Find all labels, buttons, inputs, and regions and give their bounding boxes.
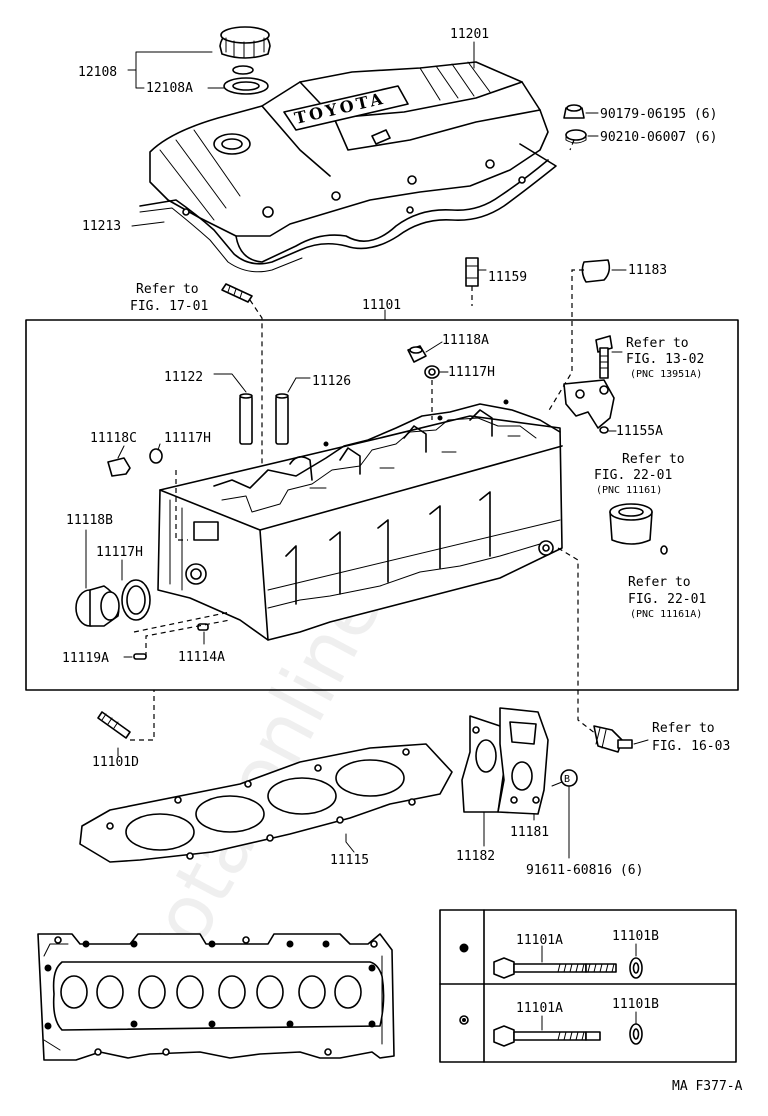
head-bolt-washer: [629, 957, 643, 979]
footer-code: MA F377-A: [672, 1079, 743, 1094]
fig-22-01-b: FIG. 22-01: [628, 592, 706, 607]
part-11182: 11182: [456, 849, 495, 864]
cam-plug: [581, 259, 611, 283]
part-11183: 11183: [628, 263, 667, 278]
labels: 11201 12108 12108A 90179-06195 (6) 90210…: [62, 27, 743, 1094]
small-pin: [599, 426, 609, 434]
part-11181: 11181: [510, 825, 549, 840]
part-11118a: 11118A: [442, 333, 489, 348]
water-temp-sensor: [593, 725, 633, 753]
cylinder-head-cover: TOYOTA: [149, 61, 549, 263]
head-bolt-washer-2: [629, 1023, 643, 1045]
head-bolt-long: [493, 957, 617, 979]
washer-11117h: [149, 448, 163, 464]
part-11117h-b: 11117H: [164, 431, 211, 446]
gasket-ring-11117h: [121, 579, 151, 621]
part-90179: 90179-06195 (6): [600, 107, 717, 122]
part-11126: 11126: [312, 374, 351, 389]
part-12108a: 12108A: [146, 81, 193, 96]
part-11155a: 11155A: [616, 424, 663, 439]
pnc-11161a: (PNC 11161A): [630, 609, 702, 620]
valve-guide-a: [239, 393, 253, 445]
part-12108: 12108: [78, 65, 117, 80]
part-11119a: 11119A: [62, 651, 109, 666]
part-11117h-a: 11117H: [448, 365, 495, 380]
inset-washer-label-1: 11101B: [612, 929, 659, 944]
part-11122: 11122: [164, 370, 203, 385]
pnc-11161: (PNC 11161): [596, 485, 662, 496]
inset-bolt-label-1: 11101A: [516, 933, 563, 948]
part-11115: 11115: [330, 853, 369, 868]
part-11101: 11101: [362, 298, 401, 313]
refer-to-2: Refer to: [626, 336, 689, 351]
bushing-22-01: [609, 503, 653, 545]
part-11114a: 11114A: [178, 650, 225, 665]
b-marker-label: B: [564, 774, 570, 785]
water-plate: [497, 707, 549, 815]
refer-to-1: Refer to: [136, 282, 199, 297]
pin-11119a: [133, 653, 147, 660]
part-90210: 90210-06007 (6): [600, 130, 717, 145]
part-91611: 91611-60816 (6): [526, 863, 643, 878]
nut: [407, 345, 427, 363]
bracket-bolt: [595, 335, 613, 379]
stud-11101d: [97, 711, 131, 739]
spark-plug-tube: [465, 257, 479, 287]
refer-to-4: Refer to: [628, 575, 691, 590]
inset-washer-label-2: 11101B: [612, 997, 659, 1012]
bolt-inset-table: [439, 909, 737, 1063]
part-11118b: 11118B: [66, 513, 113, 528]
fig-13-02: FIG. 13-02: [626, 352, 704, 367]
stud-bolt: [221, 283, 253, 303]
head-gasket: [79, 743, 453, 863]
inset-bolt-label-2: 11101A: [516, 1001, 563, 1016]
refer-to-5: Refer to: [652, 721, 715, 736]
grommet-washer: [565, 129, 587, 144]
plug-11118c: [107, 457, 131, 477]
fig-22-01-a: FIG. 22-01: [594, 468, 672, 483]
valve-guide-b: [275, 393, 289, 445]
refer-to-3: Refer to: [622, 452, 685, 467]
washer: [424, 365, 440, 379]
grommet-nut: [563, 104, 585, 119]
part-11101d: 11101D: [92, 755, 139, 770]
cover-gasket: [139, 143, 557, 273]
b-marker: B: [560, 769, 578, 787]
fig-17-01: FIG. 17-01: [130, 299, 208, 314]
pnc-13951a: (PNC 13951A): [630, 369, 702, 380]
head-bolt-short: [493, 1025, 601, 1047]
oil-filler-cap: [219, 26, 271, 95]
plug-11118b: [75, 585, 120, 627]
part-11117h-c: 11117H: [96, 545, 143, 560]
part-11213: 11213: [82, 219, 121, 234]
filled-dot-icon: [459, 943, 469, 953]
part-11159: 11159: [488, 270, 527, 285]
cam-bracket: [563, 379, 615, 429]
part-11201: 11201: [450, 27, 489, 42]
small-ball: [660, 545, 668, 555]
cylinder-head-group-box: [25, 319, 739, 691]
part-11118c: 11118C: [90, 431, 137, 446]
cylinder-head-bottom-view: [37, 933, 395, 1061]
fig-16-03: FIG. 16-03: [652, 739, 730, 754]
cylinder-head: [157, 399, 563, 641]
